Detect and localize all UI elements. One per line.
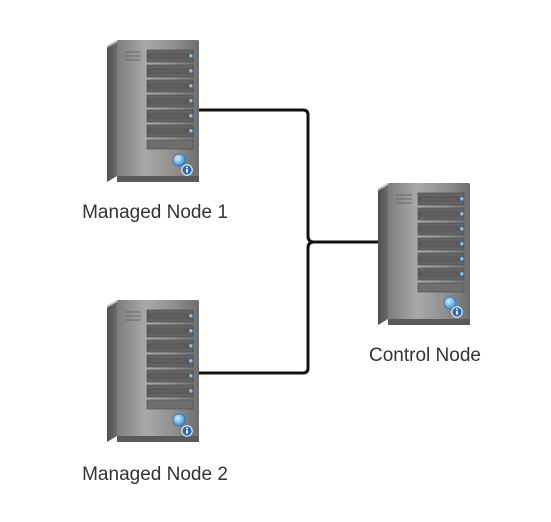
node-label: Control Node xyxy=(369,345,481,366)
managed-node-1[interactable]: Managed Node 1 xyxy=(82,39,228,223)
info-icon xyxy=(451,306,463,318)
managed-node-2[interactable]: Managed Node 2 xyxy=(82,299,228,485)
server-icon xyxy=(377,182,471,326)
server-icon xyxy=(106,299,200,443)
node-label: Managed Node 1 xyxy=(82,202,228,223)
info-icon xyxy=(181,164,193,176)
server-icon xyxy=(106,39,200,183)
connector-managed-node-2 xyxy=(199,240,315,375)
info-icon xyxy=(181,425,193,437)
node-label: Managed Node 2 xyxy=(82,464,228,485)
control-node[interactable]: Control Node xyxy=(369,182,481,366)
